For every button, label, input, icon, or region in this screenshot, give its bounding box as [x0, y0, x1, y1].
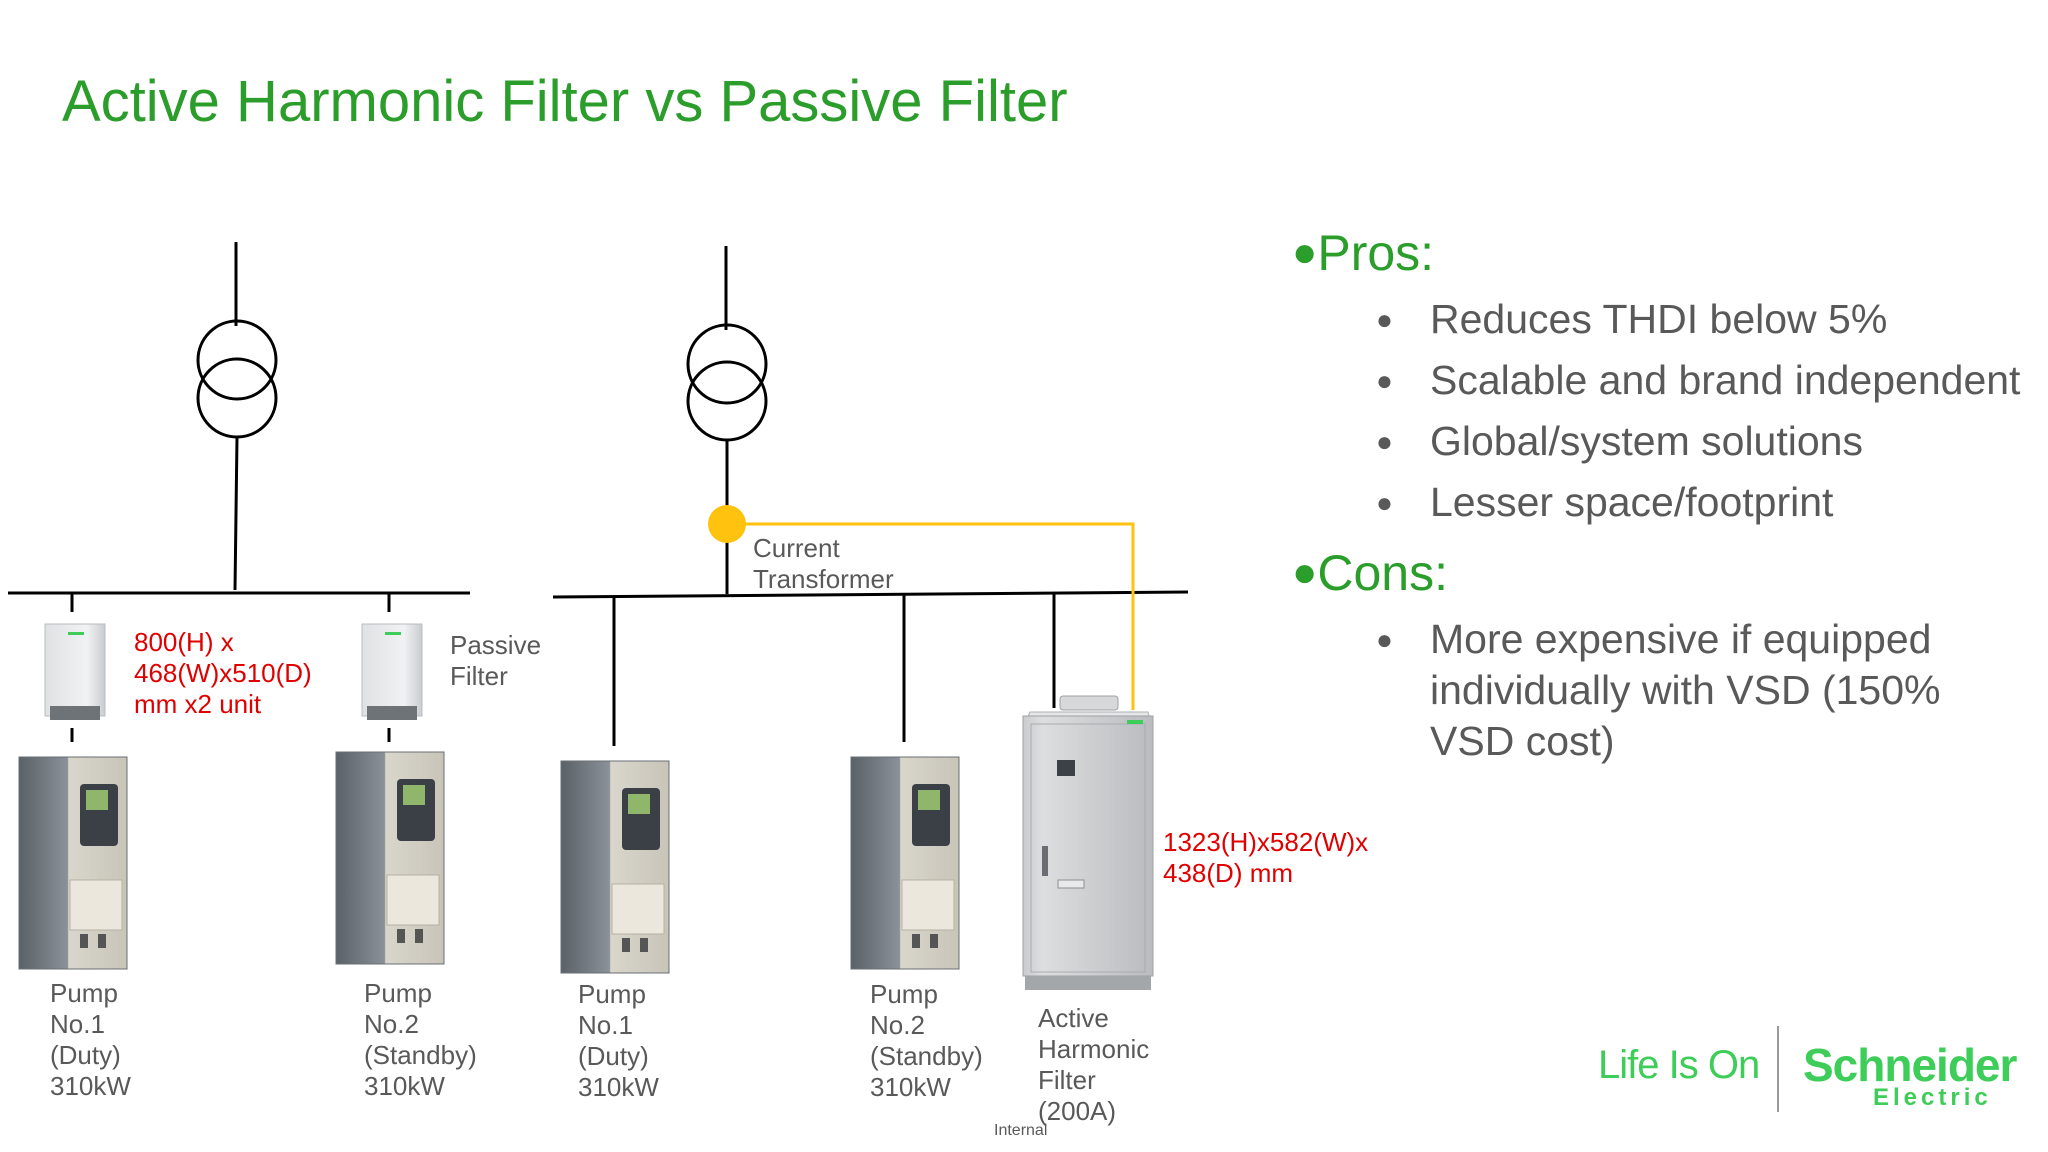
cons-heading: ●Cons:	[1292, 544, 1448, 602]
pros-heading-text: Pros:	[1317, 225, 1435, 281]
right-pump2-label: Pump No.2 (Standby) 310kW	[870, 979, 983, 1102]
right-pump1-label: Pump No.1 (Duty) 310kW	[578, 979, 659, 1102]
life-is-on-tagline: Life Is On	[1598, 1043, 1760, 1087]
active-harmonic-filter-cabinet	[1022, 695, 1154, 990]
right-busbar	[552, 590, 1189, 599]
vsd-drive-left-2	[335, 751, 445, 965]
pros-item: Lesser space/footprint	[1368, 477, 2048, 528]
pros-item: Global/system solutions	[1368, 416, 2048, 467]
pros-heading: ●Pros:	[1292, 224, 1434, 282]
schneider-logo: Schneider	[1803, 1039, 2017, 1091]
ct-signal-wire	[727, 522, 1135, 710]
passive-filter-label: Passive Filter	[450, 630, 542, 691]
pros-item: Scalable and brand independent	[1368, 355, 2048, 406]
cons-item: More expensive if equipped individually …	[1368, 614, 1968, 767]
vsd-drive-right-1	[560, 760, 670, 974]
classification-label: Internal	[994, 1122, 1048, 1139]
right-transformer-feeder	[686, 246, 768, 594]
vsd-drive-left-1	[18, 756, 128, 970]
pros-list: Reduces THDI below 5% Scalable and brand…	[1368, 294, 2048, 528]
pros-item: Reduces THDI below 5%	[1368, 294, 2048, 345]
slide-title: Active Harmonic Filter vs Passive Filter	[62, 69, 1068, 134]
cons-list: More expensive if equipped individually …	[1368, 614, 1968, 767]
left-pump2-label: Pump No.2 (Standby) 310kW	[364, 978, 477, 1101]
pros-bullet-icon: ●	[1292, 228, 1318, 275]
left-transformer-feeder	[196, 242, 278, 591]
cons-bullet-icon: ●	[1292, 548, 1318, 595]
current-transformer-marker	[708, 505, 746, 543]
active-harmonic-filter-label: Active Harmonic Filter (200A)	[1038, 1003, 1150, 1126]
vsd-drive-right-2	[850, 756, 960, 970]
passive-filter-unit-2	[361, 623, 423, 720]
schneider-logo-sub: Electric	[1873, 1084, 1992, 1111]
logo-divider	[1777, 1026, 1779, 1112]
cons-heading-text: Cons:	[1317, 545, 1448, 601]
passive-filter-dimensions: 800(H) x 468(W)x510(D) mm x2 unit	[134, 627, 312, 719]
single-line-diagram	[8, 242, 1189, 990]
active-harmonic-filter-dimensions: 1323(H)x582(W)x 438(D) mm	[1163, 827, 1369, 888]
left-pump1-label: Pump No.1 (Duty) 310kW	[50, 978, 131, 1101]
current-transformer-label: Current Transformer	[753, 533, 894, 594]
passive-filter-unit-1	[44, 623, 106, 720]
